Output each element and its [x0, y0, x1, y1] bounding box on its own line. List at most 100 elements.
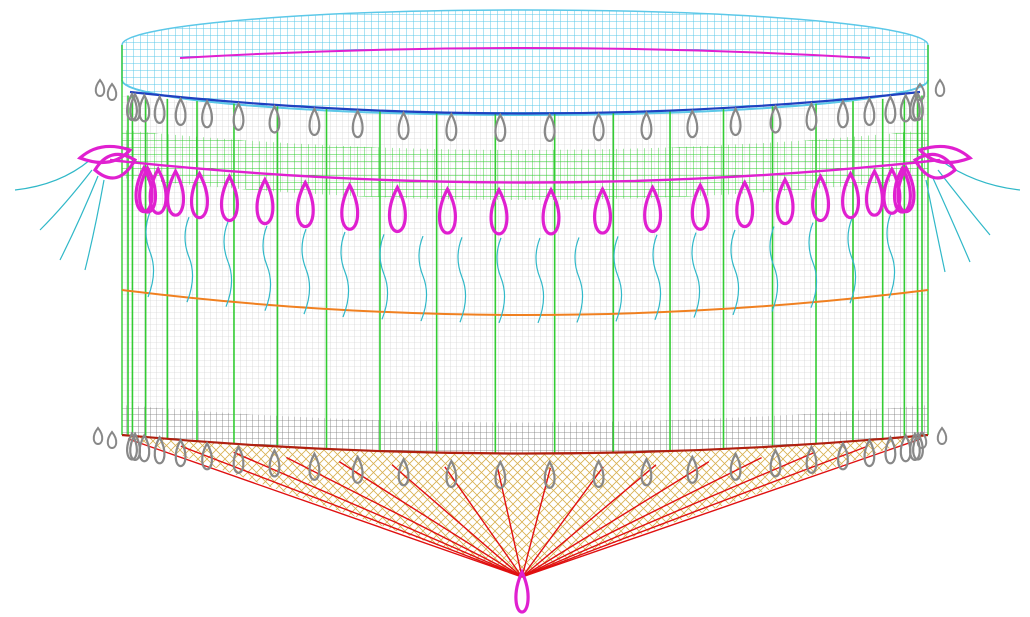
- magenta-side-petal: [917, 144, 974, 165]
- grey-top-loop: [729, 106, 742, 137]
- cone-rope: [496, 467, 523, 578]
- mesh-bands: [121, 9, 929, 454]
- cone-net: [122, 435, 928, 575]
- teal-side-line: [939, 159, 1021, 191]
- grey-bottom-loop: [686, 454, 699, 484]
- grey-top-loop: [201, 99, 213, 129]
- grey-top-loop: [863, 96, 876, 127]
- top-ring-net: [121, 9, 929, 116]
- teal-hanging-line: [418, 235, 428, 322]
- magenta-float-loop: [841, 170, 860, 220]
- grey-top-loop: [884, 94, 897, 125]
- teal-hanging-line: [340, 231, 350, 318]
- cone-rope: [521, 438, 921, 578]
- grey-bottom-loop: [592, 458, 605, 489]
- grey-top-loop: [494, 112, 507, 143]
- magenta-float-loop: [255, 176, 275, 226]
- grey-top-loop: [769, 104, 782, 134]
- magenta-float-loop: [811, 173, 830, 223]
- vertical-ropes: [121, 45, 929, 453]
- grey-top-loop: [174, 96, 187, 127]
- grey-side-loop: [916, 430, 928, 450]
- teal-hanging-line: [379, 234, 389, 320]
- cone-rope: [521, 464, 657, 578]
- cone-rope: [521, 445, 868, 578]
- grey-top-loop: [397, 110, 410, 141]
- grey-bottom-loop: [837, 441, 849, 471]
- teal-hanging-line: [457, 237, 467, 323]
- teal-side-line: [59, 175, 99, 261]
- grey-top-loop: [805, 101, 818, 131]
- teal-hanging-line: [184, 216, 194, 303]
- bottom-rope: [121, 433, 929, 455]
- magenta-float-loop: [438, 185, 457, 235]
- magenta-float-loop: [138, 164, 157, 214]
- magenta-float-loop: [541, 186, 561, 236]
- teal-hanging-line: [769, 226, 779, 312]
- magenta-side-petal: [92, 152, 138, 180]
- cone-rope: [521, 466, 604, 578]
- grey-top-loop: [912, 91, 924, 122]
- teal-hanging-line: [574, 237, 584, 323]
- magenta-float-loop: [489, 186, 509, 236]
- teal-hanging-line: [730, 229, 740, 316]
- grey-side-loop: [106, 82, 118, 102]
- magenta-float-loop: [295, 179, 315, 229]
- grey-bottom-loop: [232, 444, 245, 474]
- teal-hanging-line: [301, 228, 311, 315]
- grey-bottom-loop: [543, 459, 556, 489]
- cone-rope: [338, 461, 523, 578]
- teal-side-line: [925, 179, 946, 273]
- teal-hanging-line: [847, 218, 857, 304]
- cone-rope: [521, 461, 710, 578]
- grey-bottom-loop: [308, 451, 321, 481]
- magenta-float-rope: [109, 158, 941, 184]
- grey-top-loop: [592, 112, 605, 142]
- top-blue-rope: [129, 90, 921, 115]
- magenta-float-loop: [220, 173, 239, 223]
- teal-side-line: [14, 159, 91, 191]
- magenta-side-petal: [76, 144, 133, 165]
- teal-hanging-line: [808, 222, 818, 308]
- cone-bottom: [122, 435, 928, 578]
- teal-lines: [14, 159, 1021, 324]
- magenta-float-loop: [190, 170, 209, 220]
- grey-bottom-loop: [174, 437, 187, 468]
- cone-rope: [233, 451, 523, 578]
- teal-side-line: [39, 169, 93, 231]
- grey-bottom-loop: [397, 457, 410, 487]
- grey-side-loop: [92, 426, 104, 446]
- magenta-float-loop: [388, 184, 407, 234]
- teal-hanging-line: [886, 213, 896, 299]
- magenta-float-loop: [896, 164, 916, 214]
- magenta-float-loop: [643, 184, 662, 234]
- magenta-float-loop: [735, 179, 755, 229]
- grey-top-loop: [351, 108, 364, 139]
- grey-bottom-loop: [268, 448, 281, 478]
- teal-hanging-line: [496, 237, 506, 324]
- teal-hanging-line: [223, 221, 233, 307]
- magenta-float-loop: [775, 176, 795, 226]
- upper-green-net: [122, 130, 928, 200]
- bottom-band-net: [122, 405, 928, 454]
- grey-bottom-loop: [153, 435, 166, 465]
- magenta-float-loop: [340, 181, 360, 231]
- grey-top-loop: [138, 93, 151, 123]
- grey-bottom-loop: [863, 437, 876, 468]
- magenta-float-loop: [865, 167, 884, 217]
- grey-side-loop: [914, 82, 926, 102]
- grey-top-loop: [543, 112, 556, 143]
- grey-side-loop: [94, 78, 106, 98]
- grey-top-loop: [640, 110, 653, 141]
- grey-bottom-loop: [351, 454, 364, 484]
- grey-side-loop: [106, 430, 118, 450]
- cone-rope: [286, 456, 523, 578]
- grey-top-loop: [686, 108, 699, 139]
- top-magenta-rope: [179, 47, 871, 59]
- grey-bottom-loop: [494, 459, 507, 489]
- rope-loops: [76, 78, 974, 614]
- teal-hanging-line: [262, 225, 272, 311]
- grey-bottom-loop: [201, 441, 213, 471]
- cone-rope: [444, 466, 523, 578]
